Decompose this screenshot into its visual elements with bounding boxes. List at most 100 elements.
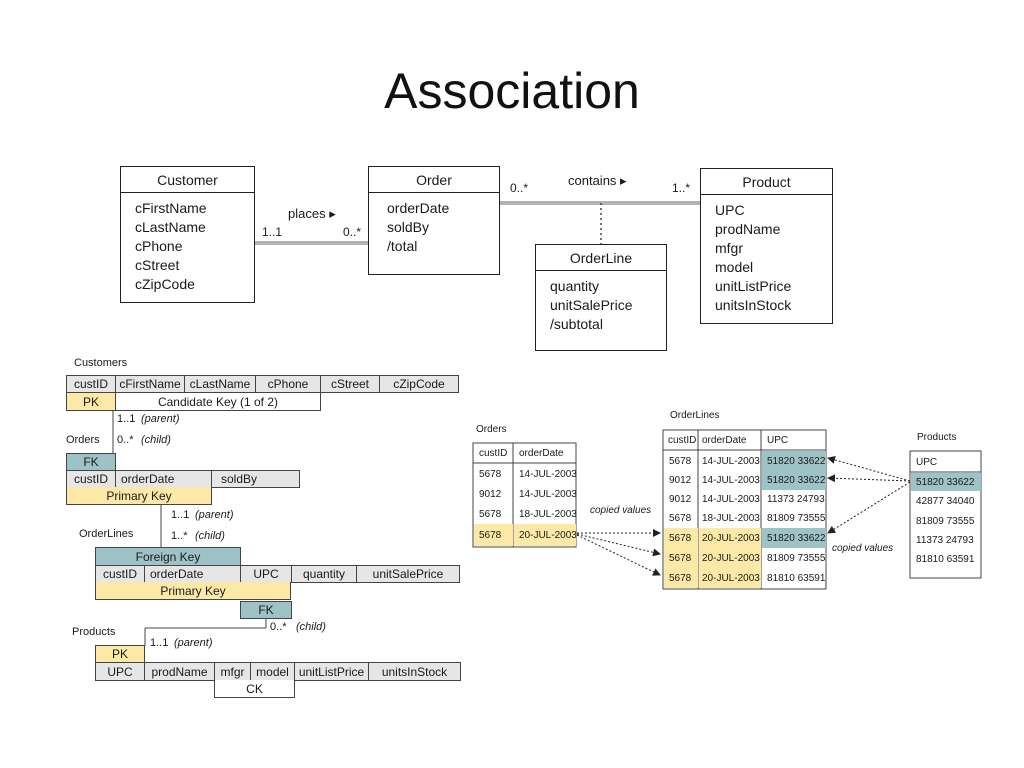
table-cell: 20-JUL-2003 [514,524,577,546]
product-attr: unitsInStock [715,297,792,313]
order-attr: orderDate [387,200,450,216]
orderline-class-name: OrderLine [536,245,666,271]
schema-col: cZipCode [379,375,459,393]
copied-values-label: copied values [590,505,652,516]
places-left-multiplicity: 1..1 [262,225,283,239]
table-cell: 81809 73555 [767,513,826,524]
instance-orderlines-title: OrderLines [670,410,720,421]
schema-col: prodName [144,662,215,681]
table-cell: 14-JUL-2003 [702,494,760,505]
primary-key-label: Primary Key [95,582,291,600]
table-cell: 81810 63591 [916,554,975,565]
schema-col: unitListPrice [294,662,369,681]
schema-col: quantity [291,565,357,583]
contains-right-multiplicity: 1..* [672,181,691,195]
schema-customers-title: Customers [74,357,128,369]
customer-attr: cPhone [135,238,183,254]
table-cell: 14-JUL-2003 [702,475,760,486]
table-cell: 5678 [479,508,502,520]
orderline-attr: unitSalePrice [550,297,633,313]
schema-orderlines-title: OrderLines [79,528,134,540]
customer-attr: cStreet [135,257,180,273]
table-cell: 9012 [479,488,502,500]
table-cell: 51820 33622 [762,528,826,548]
table-cell: 14-JUL-2003 [702,455,760,467]
rel-multiplicity: 1..1 [150,637,169,649]
table-cell: 11373 24793 [767,494,825,505]
table-cell: 20-JUL-2003 [699,568,761,588]
rel-note: (parent) [195,509,234,521]
product-attr: mfgr [715,240,743,256]
schema-products-title: Products [72,626,116,638]
primary-key-label: Primary Key [66,487,212,505]
table-cell: 81809 73555 [767,552,826,564]
table-cell: 11373 24793 [916,535,974,546]
instance-products-title: Products [917,432,957,443]
product-attr: UPC [715,202,745,218]
table-cell: 51820 33622 [911,473,981,491]
foreign-key-label: Foreign Key [95,547,241,566]
rel-note: (child) [141,434,171,446]
order-class: Order orderDate soldBy /total [368,166,500,275]
customer-class: Customer cFirstName cLastName cPhone cSt… [120,166,255,303]
schema-orders-title: Orders [66,434,100,446]
orderline-attr: quantity [550,278,600,294]
rel-multiplicity: 1..* [171,530,188,542]
fk-label: FK [240,601,292,619]
table-cell: 9012 [669,494,692,505]
table-cell: 14-JUL-2003 [519,468,577,480]
product-attr: unitListPrice [715,278,792,294]
places-label: places ▸ [288,206,336,221]
orderline-class: OrderLine quantity unitSalePrice /subtot… [535,244,667,351]
schema-col: unitSalePrice [356,565,460,583]
places-right-multiplicity: 0..* [343,225,362,239]
table-cell: 81810 63591 [767,572,826,584]
schema-col: cStreet [320,375,380,393]
customer-attr: cFirstName [135,200,207,216]
page-title: Association [384,63,640,119]
rel-note: (parent) [174,637,213,649]
table-cell: 5678 [664,568,698,588]
table-header: custID [479,448,508,459]
table-header: UPC [916,456,938,468]
table-header: UPC [767,435,789,446]
schema-col: cFirstName [115,375,185,393]
table-cell: 5678 [479,468,502,480]
table-header: custID [668,435,697,446]
rel-note: (parent) [141,413,180,425]
contains-left-multiplicity: 0..* [510,181,529,195]
table-cell: 20-JUL-2003 [699,548,761,568]
table-cell: 5678 [669,513,692,524]
table-cell: 5678 [664,548,698,568]
orderline-attr: /subtotal [550,316,603,332]
table-cell: 18-JUL-2003 [702,513,760,524]
copied-values-label: copied values [832,543,894,554]
product-attr: model [715,259,754,275]
table-cell: 14-JUL-2003 [519,488,577,500]
order-attr: /total [387,238,418,254]
schema-col: orderDate [144,565,241,583]
schema-col: mfgr [214,662,251,681]
customer-attr: cLastName [135,219,206,235]
customer-attr: cZipCode [135,276,195,292]
table-cell: 42877 34040 [916,495,975,507]
rel-multiplicity: 0..* [270,621,287,633]
order-attr: soldBy [387,219,430,235]
schema-col: soldBy [211,470,300,488]
candidate-key-label: Candidate Key (1 of 2) [115,393,321,411]
instance-orders-title: Orders [476,424,507,435]
table-cell: 5678 [664,528,698,548]
table-header: orderDate [702,435,747,446]
table-cell: 20-JUL-2003 [699,528,761,548]
product-attr: prodName [715,221,781,237]
rel-multiplicity: 1..1 [171,509,190,521]
table-cell: 5678 [669,455,692,467]
rel-multiplicity: 1..1 [117,413,136,425]
table-cell: 51820 33622 [762,471,826,490]
table-cell: 5678 [474,524,513,546]
product-class: Product UPC prodName mfgr model unitList… [700,168,833,324]
table-cell: 9012 [669,475,692,486]
rel-note: (child) [195,530,225,542]
table-cell: 51820 33622 [762,451,826,471]
